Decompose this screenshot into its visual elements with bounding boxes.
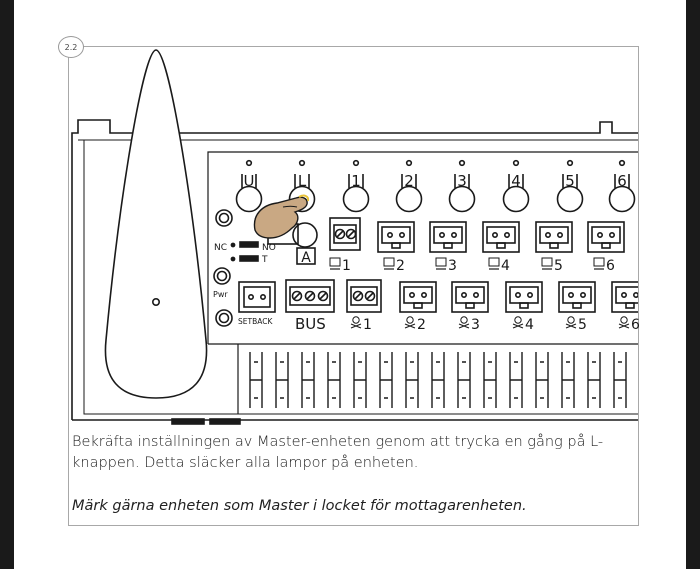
device-button-label: 3 [457, 172, 467, 190]
t-label: T [261, 255, 268, 265]
output-connector-row [377, 221, 625, 253]
output-number: 6 [606, 258, 615, 274]
led-icon [458, 159, 466, 167]
pump-icon [404, 316, 416, 329]
output-number: 2 [396, 258, 405, 274]
pump-icon [350, 316, 362, 329]
output-number: 5 [554, 258, 563, 274]
pump-icon [565, 316, 577, 329]
note-text: Märk gärna enheten som Master i locket f… [72, 498, 527, 514]
led-icon [618, 159, 626, 167]
right-border-bar [686, 0, 700, 569]
led-icon [566, 159, 574, 167]
pump-icon [458, 316, 470, 329]
device-button[interactable] [395, 185, 423, 213]
output-box-icon [435, 257, 447, 267]
device-button-label: L [298, 172, 307, 190]
cooling-fins [249, 352, 627, 408]
output-box-icon [329, 257, 341, 267]
output-number: 3 [448, 258, 457, 274]
led-icon [512, 159, 520, 167]
pump-icon [512, 316, 524, 329]
center-button-label: A [301, 250, 311, 266]
bus-label: BUS [295, 315, 326, 333]
device-button-label: 6 [617, 172, 627, 190]
led-icon [298, 159, 306, 167]
output-number: 4 [501, 258, 510, 274]
output-number: 1 [342, 258, 351, 274]
finger-icon [253, 196, 308, 239]
device-button-label: 2 [404, 172, 414, 190]
pump-number: 1 [363, 317, 372, 333]
pump-number: 2 [417, 317, 426, 333]
output-box-icon [593, 257, 605, 267]
device-button[interactable] [556, 185, 584, 213]
device-button[interactable] [235, 185, 263, 213]
output-box-icon [383, 257, 395, 267]
device-button-label: 5 [565, 172, 575, 190]
pump-number: 6 [631, 317, 640, 333]
led-icon [405, 159, 413, 167]
pump-number: 3 [471, 317, 480, 333]
device-button[interactable] [502, 185, 530, 213]
output-box-icon [488, 257, 500, 267]
device-button-label: 1 [351, 172, 361, 190]
led-icon [245, 159, 253, 167]
device-button[interactable] [448, 185, 476, 213]
housing-outline [71, 119, 638, 420]
no-label: NO [262, 243, 276, 253]
pump-icon [618, 316, 630, 329]
left-border-bar [0, 0, 14, 569]
led-icon [352, 159, 360, 167]
top-button-row [235, 159, 636, 213]
instruction-text: Bekräfta inställningen av Master-enheten… [72, 434, 604, 471]
device-button-label: U [244, 172, 255, 190]
pump-number: 4 [525, 317, 534, 333]
step-number-badge: 2.2 [58, 36, 84, 58]
setback-label: SETBACK [238, 317, 273, 326]
output-box-icon [541, 257, 553, 267]
pwr-label: Pwr [213, 290, 228, 299]
device-button[interactable] [608, 185, 636, 213]
device-button[interactable] [342, 185, 370, 213]
illustration-frame [68, 46, 639, 526]
pump-connector-row [399, 281, 638, 313]
nc-label: NC [214, 243, 227, 253]
device-button-label: 4 [511, 172, 521, 190]
pump-number: 5 [578, 317, 587, 333]
remote-sensor [104, 49, 208, 399]
